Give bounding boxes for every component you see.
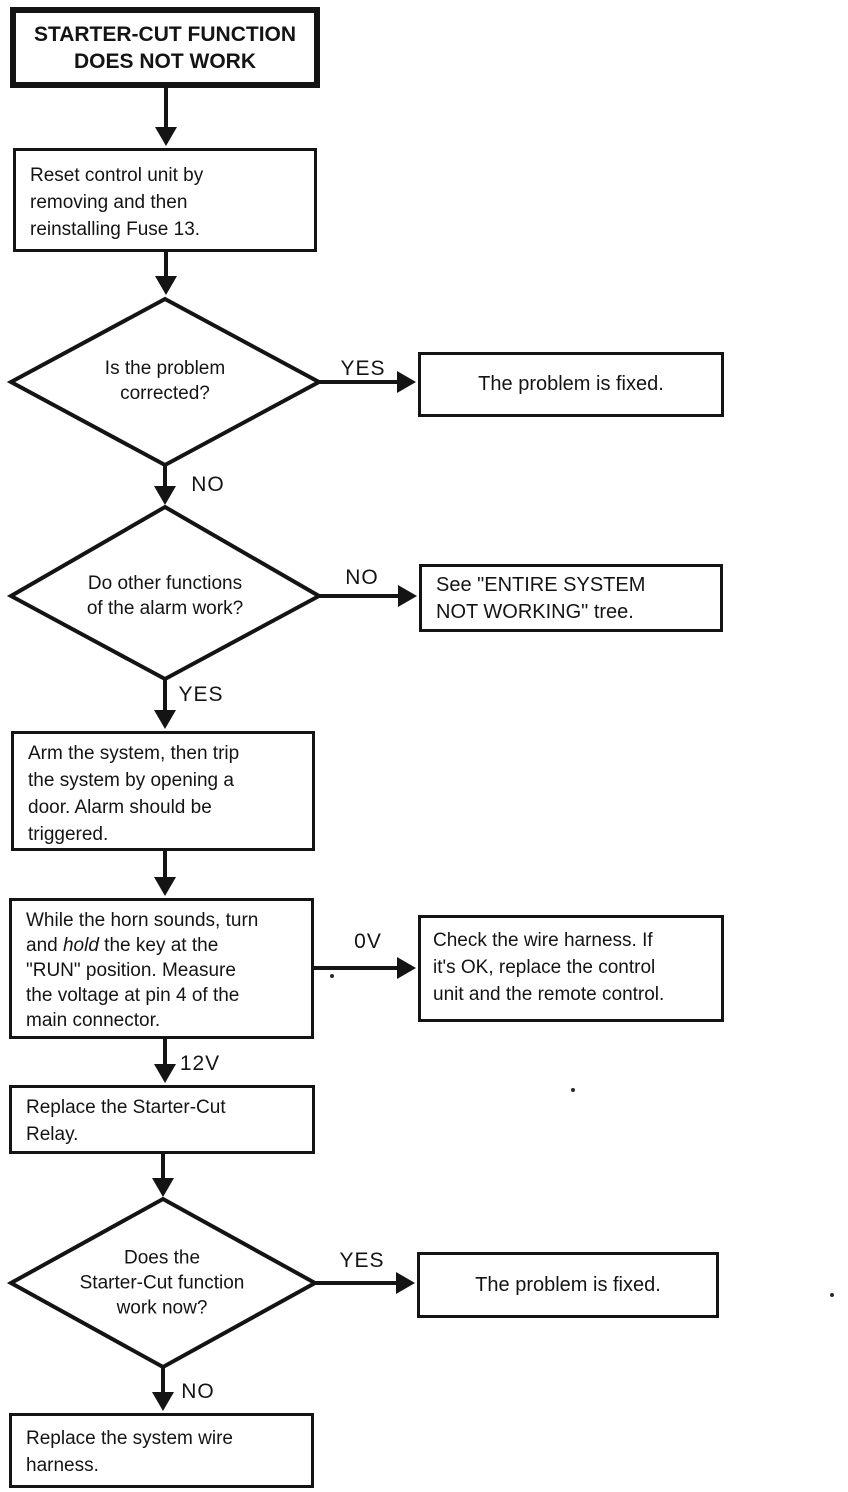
horn-line5: main connector.: [26, 1010, 161, 1031]
q3-line3: work now?: [116, 1297, 208, 1319]
arrowhead-reset-to-q1: [155, 276, 177, 295]
fixed2-text: The problem is fixed.: [475, 1273, 661, 1296]
arrowhead-q2-yes: [154, 710, 176, 729]
reset-line1: Reset control unit by: [30, 165, 204, 186]
fixed1-text: The problem is fixed.: [478, 373, 664, 395]
node-arm-system: Arm the system, then trip the system by …: [11, 731, 315, 851]
decision-problem-corrected-text: Is the problem corrected?: [105, 356, 225, 406]
relay-line2: Relay.: [26, 1124, 79, 1145]
branch-label-yes-1: YES: [340, 357, 386, 380]
decision-diamonds: [6, 296, 324, 1370]
arm-line3: door. Alarm should be: [28, 797, 212, 818]
horn-line3: "RUN" position. Measure: [26, 960, 236, 981]
decision-other-functions-text: Do other functions of the alarm work?: [87, 571, 243, 621]
start-line1: STARTER-CUT FUNCTION: [33, 22, 297, 46]
diamond-other-functions: [6, 504, 324, 682]
scan-speck: [330, 974, 334, 978]
node-see-entire-system: See "ENTIRE SYSTEM NOT WORKING" tree.: [419, 564, 723, 632]
arrowhead-q1-no: [154, 486, 176, 505]
harness-line2: harness.: [26, 1455, 99, 1476]
arm-line2: the system by opening a: [28, 770, 234, 791]
horn-line2-italic: hold: [62, 935, 99, 956]
horn-line2-post: the key at the: [98, 935, 219, 956]
branch-label-12v: 12V: [179, 1052, 221, 1075]
relay-line1: Replace the Starter-Cut: [26, 1097, 226, 1118]
q2-line1: Do other functions: [87, 573, 243, 594]
start-line2: DOES NOT WORK: [74, 49, 256, 73]
branch-label-yes-3: YES: [339, 1249, 385, 1272]
horn-line2-pre: and: [26, 935, 63, 956]
reset-line2: removing and then: [30, 192, 188, 213]
q3-line1: Does the: [123, 1247, 201, 1269]
check-line1: Check the wire harness. If: [433, 930, 653, 951]
branch-label-yes-2: YES: [178, 683, 224, 706]
branch-label-no-3: NO: [181, 1380, 215, 1403]
arrowhead-q2-no: [398, 585, 417, 607]
diamond-work-now: [6, 1196, 320, 1370]
see-line2: NOT WORKING" tree.: [436, 601, 634, 623]
decision-work-now-text: Does the Starter-Cut function work now?: [80, 1246, 245, 1321]
node-problem-fixed-2: The problem is fixed.: [417, 1252, 719, 1318]
harness-line1: Replace the system wire: [26, 1428, 233, 1449]
q2-line2: of the alarm work?: [86, 598, 244, 619]
arrowhead-q3-no: [152, 1392, 174, 1411]
arrowhead-start-to-reset: [155, 127, 177, 146]
arrowheads: [152, 127, 417, 1411]
branch-label-no-1: NO: [191, 473, 225, 496]
node-replace-relay: Replace the Starter-Cut Relay.: [9, 1085, 315, 1154]
branch-label-no-2: NO: [345, 566, 379, 589]
arrowhead-arm-to-horn: [154, 877, 176, 896]
arrowhead-relay-to-q3: [152, 1178, 174, 1197]
scan-speck: [571, 1088, 575, 1092]
node-reset-control-unit: Reset control unit by removing and then …: [13, 148, 317, 252]
node-replace-wire-harness: Replace the system wire harness.: [9, 1413, 314, 1488]
check-line2: it's OK, replace the control: [433, 957, 656, 978]
horn-line1: While the horn sounds, turn: [26, 910, 259, 931]
node-start: STARTER-CUT FUNCTION DOES NOT WORK: [10, 7, 320, 88]
branch-label-0v: 0V: [354, 930, 382, 953]
arrowhead-q3-yes: [396, 1272, 415, 1294]
node-problem-fixed-1: The problem is fixed.: [418, 352, 724, 417]
scan-speck: [830, 1293, 834, 1297]
arm-line1: Arm the system, then trip: [28, 743, 240, 764]
horn-line4: the voltage at pin 4 of the: [26, 985, 240, 1006]
horn-line2: and hold the key at the: [26, 933, 297, 958]
diamond-problem-corrected: [6, 296, 324, 468]
arrowhead-horn-12v: [154, 1064, 176, 1083]
arm-line4: triggered.: [28, 824, 109, 845]
arrowhead-horn-0v: [397, 957, 416, 979]
reset-line3: reinstalling Fuse 13.: [30, 219, 201, 240]
arrowhead-q1-yes: [397, 371, 416, 393]
check-line3: unit and the remote control.: [433, 984, 665, 1005]
q3-line2: Starter-Cut function: [79, 1272, 245, 1294]
connector-lines: [161, 88, 400, 1394]
node-measure-voltage: While the horn sounds, turn and hold the…: [9, 898, 314, 1039]
node-check-wire-harness: Check the wire harness. If it's OK, repl…: [418, 915, 724, 1022]
q1-line2: corrected?: [120, 383, 210, 404]
see-line1: See "ENTIRE SYSTEM: [436, 574, 646, 596]
q1-line1: Is the problem: [104, 358, 226, 379]
